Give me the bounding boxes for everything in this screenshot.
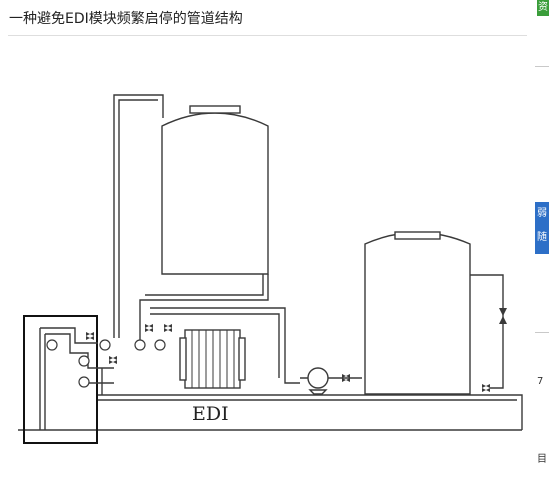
top-tank-cap: [189, 105, 241, 114]
gauge-4: [99, 339, 111, 351]
control-box: [23, 315, 98, 444]
side-tab-green[interactable]: 资: [537, 0, 549, 16]
tank-outlet-pipe: [139, 274, 269, 350]
valve-7: [499, 308, 507, 324]
pump: [307, 367, 329, 389]
page-title: 一种避免EDI模块频繁启停的管道结构: [9, 11, 243, 27]
gauge-2: [78, 355, 90, 367]
side-tab-blue-2: 随: [537, 232, 547, 243]
piping-diagram: EDI: [18, 94, 523, 444]
title-divider: [8, 35, 527, 36]
gauge-6: [154, 339, 166, 351]
patent-figure: EDI: [0, 38, 530, 473]
right-tank-cap: [394, 231, 441, 240]
edi-label: EDI: [192, 403, 229, 425]
side-text-1: 7: [537, 376, 544, 387]
bottom-pipe: [98, 394, 523, 430]
gauge-3: [78, 376, 90, 388]
side-tab-blue[interactable]: 弱 随: [535, 202, 549, 254]
valve-6: [482, 384, 490, 392]
side-divider: [535, 66, 549, 67]
right-tank-loop: [470, 274, 504, 389]
gauge-5: [134, 339, 146, 351]
valve-4: [164, 324, 172, 332]
side-divider-2: [535, 332, 549, 333]
right-tank: [364, 231, 471, 395]
riser-pipe: [113, 94, 164, 338]
valve-1: [86, 332, 94, 340]
valve-5: [342, 374, 350, 382]
edi-feed-pipe: [150, 307, 300, 384]
side-tab-blue-1: 弱: [537, 208, 547, 219]
valve-2: [109, 356, 117, 364]
valve-3: [145, 324, 153, 332]
right-side-panel: 资 弱 随 7 目: [535, 0, 549, 473]
top-tank: [161, 112, 269, 275]
side-text-2: 目: [537, 454, 547, 465]
gauge-1: [46, 339, 58, 351]
